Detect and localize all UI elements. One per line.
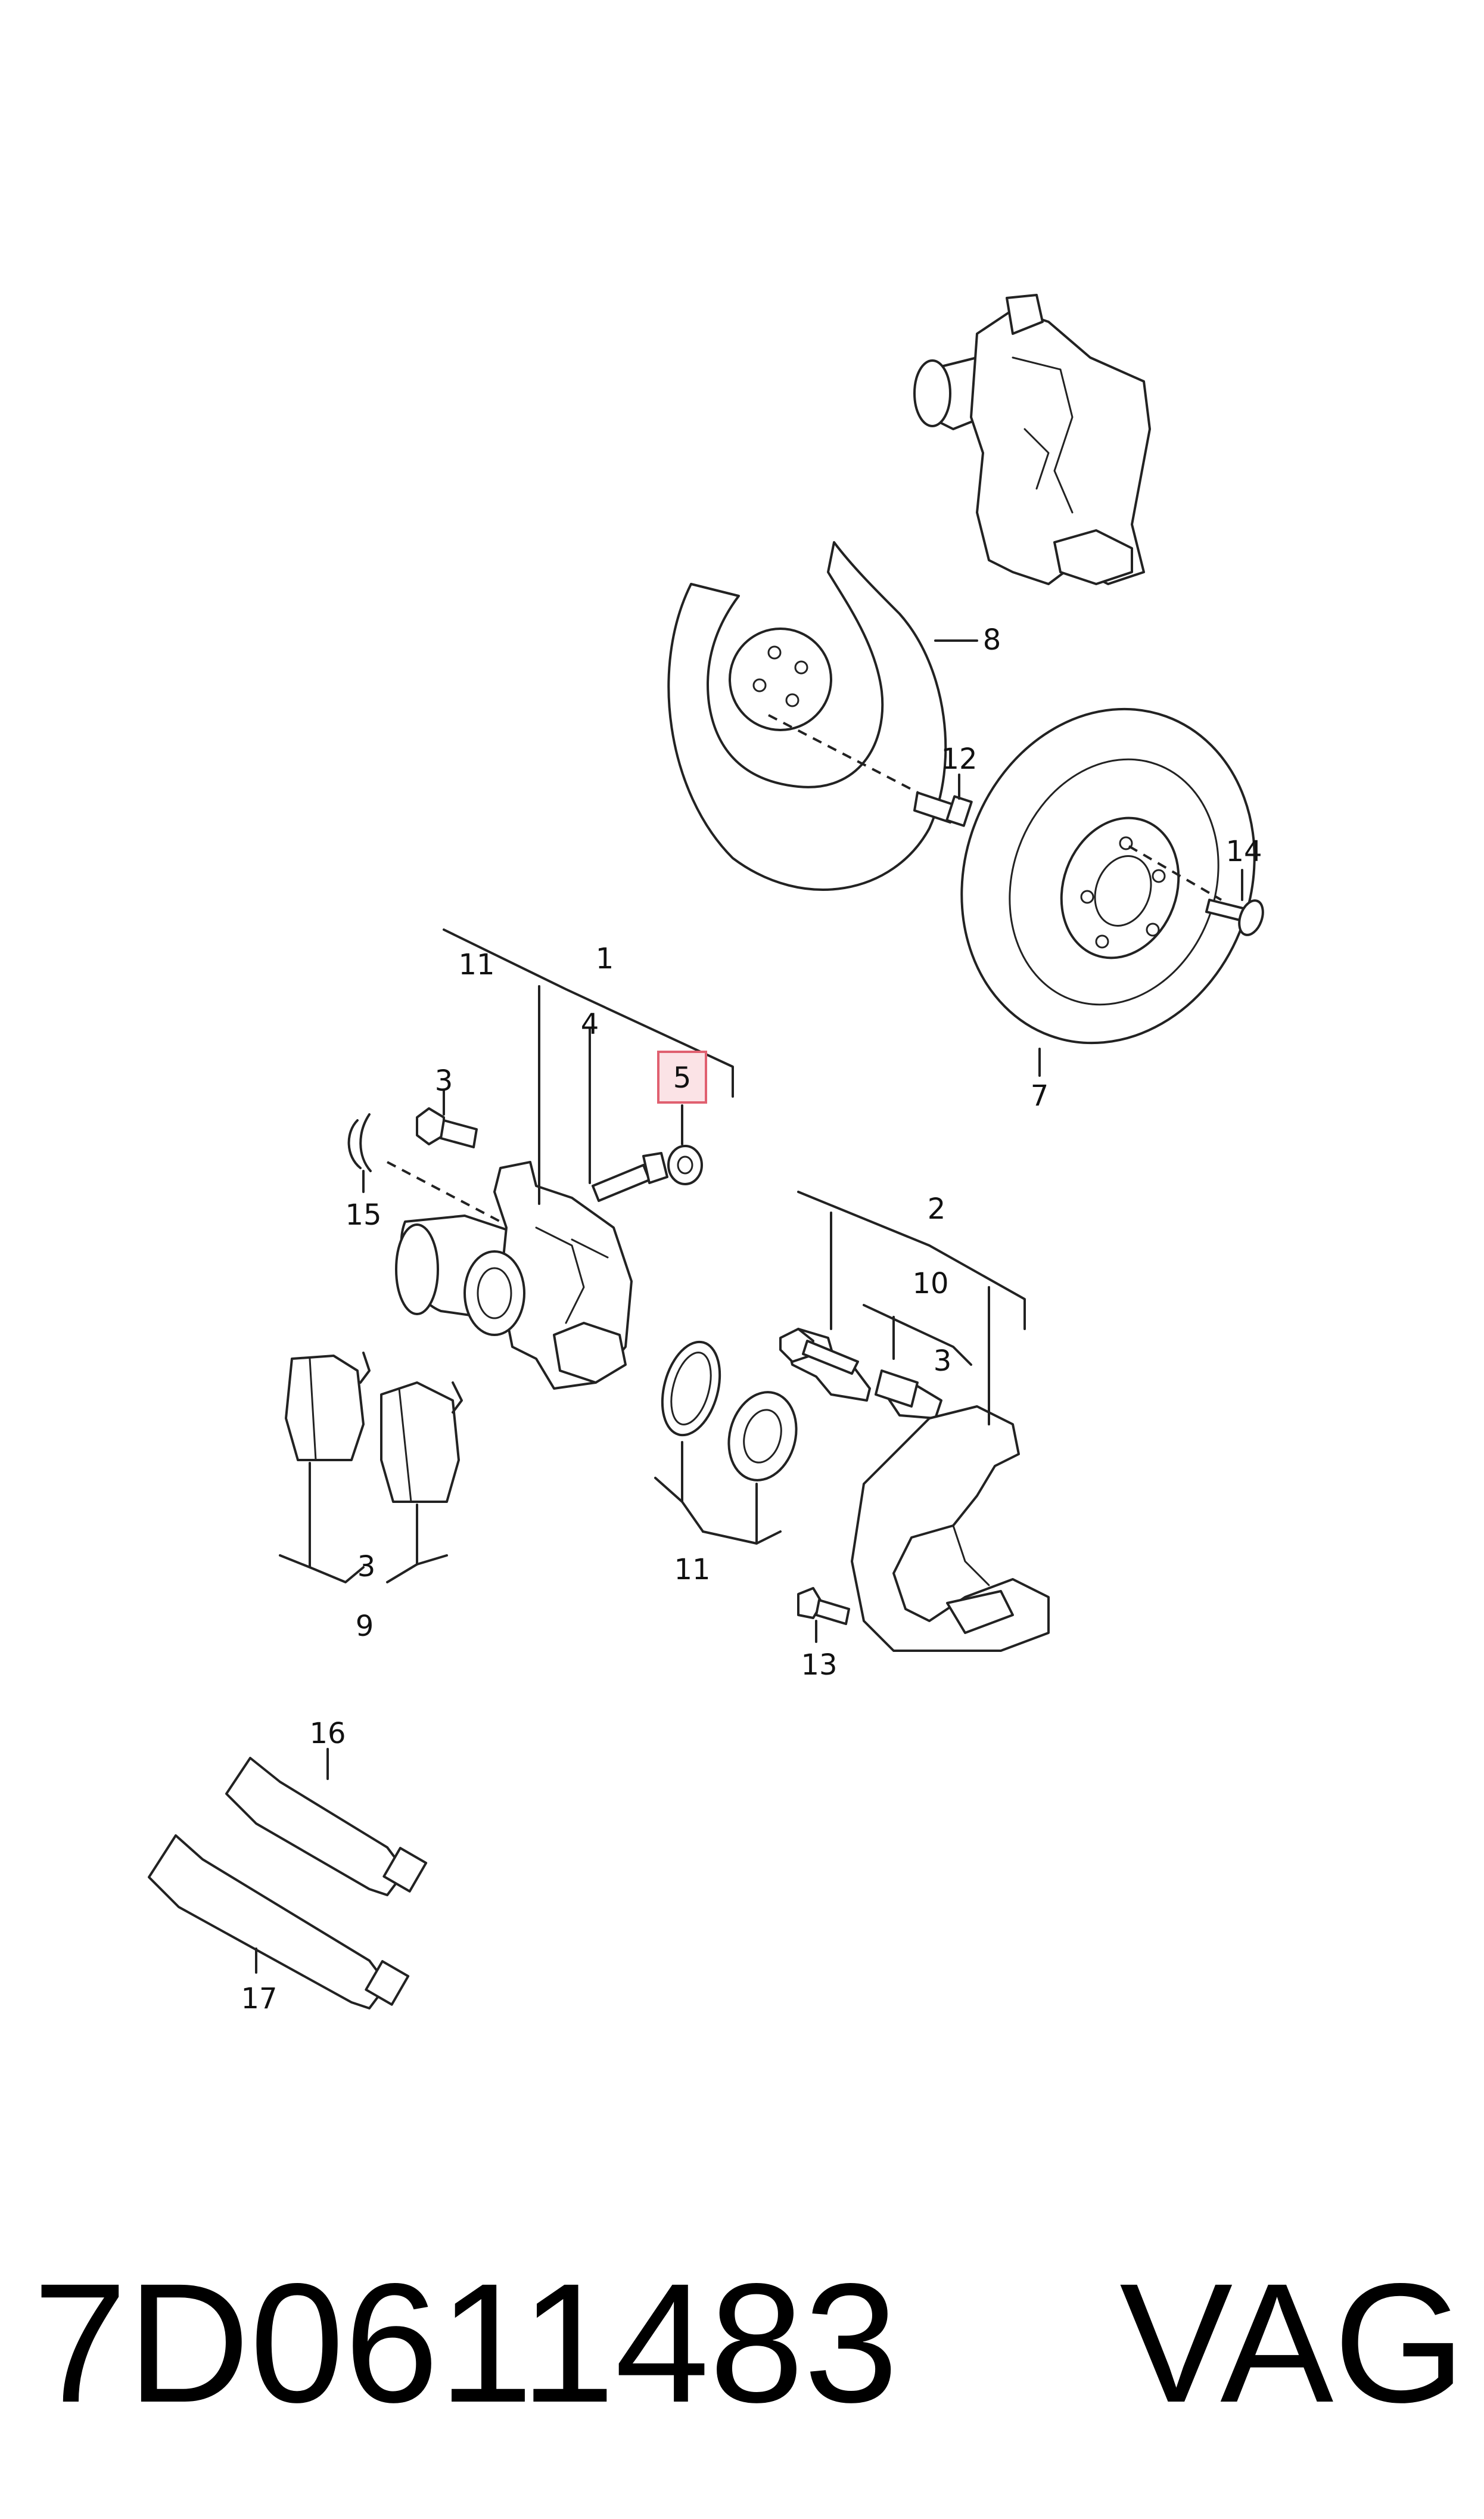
bolt-13 [797, 1587, 850, 1625]
splash-shield [667, 541, 947, 891]
callout-12[interactable]: 12 [941, 743, 977, 776]
callout-17[interactable]: 17 [241, 1982, 277, 2015]
brake-caliper [395, 1161, 633, 1390]
grease-tube-17 [148, 1834, 410, 2009]
piston-seal [661, 1340, 721, 1437]
callout-9[interactable]: 9 [356, 1610, 374, 1643]
callout-8[interactable]: 8 [983, 623, 1001, 657]
callout-10[interactable]: 10 [912, 1267, 948, 1300]
bolt-12 [768, 714, 973, 827]
clip-15 [347, 1113, 372, 1172]
callout-5[interactable]: 5 [673, 1061, 692, 1095]
callout-11-seal[interactable]: 11 [674, 1553, 710, 1586]
brake-pads [285, 1352, 463, 1503]
bolt-long-10 [802, 1340, 859, 1375]
piston [727, 1391, 798, 1481]
grease-tube-16 [225, 1757, 428, 1896]
screw-14 [1128, 845, 1264, 936]
callout-14[interactable]: 14 [1225, 835, 1262, 868]
callout-5-highlight [657, 1051, 707, 1104]
callout-4[interactable]: 4 [581, 1008, 599, 1041]
leader-lines [255, 639, 1243, 1974]
callout-7[interactable]: 7 [1031, 1079, 1049, 1113]
callout-16[interactable]: 16 [309, 1717, 346, 1750]
cap-5 [667, 1145, 703, 1185]
callout-3-bolt[interactable]: 3 [435, 1064, 453, 1098]
callout-2[interactable]: 2 [928, 1192, 946, 1226]
part-number: 7D0611483 [33, 2248, 898, 2438]
caliper-carrier-top [913, 294, 1151, 585]
sleeve-3 [875, 1369, 919, 1408]
callout-15[interactable]: 15 [345, 1198, 381, 1232]
callout-1[interactable]: 1 [596, 942, 614, 976]
guide-pin-4 [592, 1152, 668, 1202]
brake-disc [960, 707, 1256, 1045]
callout-3-sleeve[interactable]: 3 [934, 1344, 952, 1378]
bolt-3 [387, 1107, 501, 1223]
callout-3-pads[interactable]: 3 [357, 1550, 376, 1583]
callout-11-caliper[interactable]: 11 [458, 948, 494, 981]
brand-name: VAG [1119, 2248, 1466, 2438]
callout-13[interactable]: 13 [801, 1648, 837, 1682]
